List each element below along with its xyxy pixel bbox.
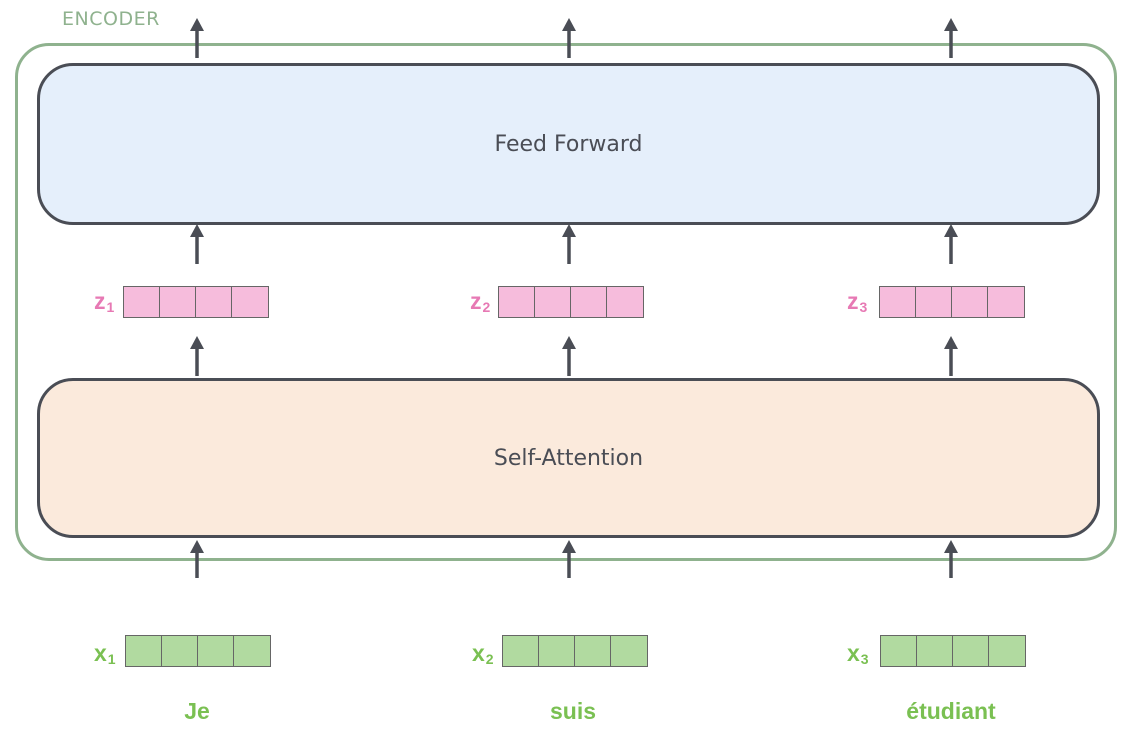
feed-forward-label: Feed Forward xyxy=(494,131,643,157)
encoder-label: ENCODER xyxy=(62,8,160,30)
flow-arrow-head xyxy=(562,224,576,237)
z3-label: z3 xyxy=(847,288,868,315)
vector-cell xyxy=(988,287,1024,317)
x2-label: x2 xyxy=(472,640,494,667)
vector-cell xyxy=(989,636,1025,666)
vector-cell xyxy=(575,636,611,666)
vector-cell xyxy=(880,287,916,317)
vector-cell xyxy=(571,287,607,317)
z1-vector xyxy=(123,286,269,318)
flow-arrow-head xyxy=(944,540,958,553)
vector-cell xyxy=(917,636,953,666)
flow-arrow-head xyxy=(562,18,576,31)
self-attention-layer: Self-Attention xyxy=(37,378,1100,538)
vector-cell xyxy=(499,287,535,317)
vector-cell xyxy=(124,287,160,317)
flow-arrow-head xyxy=(190,336,204,349)
z3-vector xyxy=(879,286,1025,318)
vector-cell xyxy=(535,287,571,317)
flow-arrow-head xyxy=(944,336,958,349)
word-suis: suis xyxy=(549,698,597,724)
z1-label: z1 xyxy=(94,288,115,315)
vector-cell xyxy=(916,287,952,317)
vector-cell xyxy=(607,287,643,317)
x2-vector xyxy=(502,635,648,667)
feed-forward-layer: Feed Forward xyxy=(37,63,1100,225)
flow-arrow-head xyxy=(562,540,576,553)
flow-arrow-head xyxy=(190,540,204,553)
flow-arrow-head xyxy=(190,18,204,31)
word-je: Je xyxy=(184,698,210,724)
z2-vector xyxy=(498,286,644,318)
x1-label: x1 xyxy=(94,640,116,667)
z2-label: z2 xyxy=(470,288,491,315)
x3-label: x3 xyxy=(847,640,869,667)
x3-vector xyxy=(880,635,1026,667)
x1-vector xyxy=(125,635,271,667)
self-attention-label: Self-Attention xyxy=(493,445,644,471)
vector-cell xyxy=(232,287,268,317)
flow-arrow-head xyxy=(562,336,576,349)
encoder-box xyxy=(15,43,1117,561)
flow-arrow-head xyxy=(944,18,958,31)
vector-cell xyxy=(196,287,232,317)
flow-arrow-head xyxy=(190,224,204,237)
flow-arrow-head xyxy=(944,224,958,237)
vector-cell xyxy=(503,636,539,666)
word-etudiant: étudiant xyxy=(906,698,996,724)
vector-cell xyxy=(126,636,162,666)
vector-cell xyxy=(952,287,988,317)
vector-cell xyxy=(162,636,198,666)
vector-cell xyxy=(611,636,647,666)
vector-cell xyxy=(160,287,196,317)
vector-cell xyxy=(198,636,234,666)
vector-cell xyxy=(234,636,270,666)
vector-cell xyxy=(881,636,917,666)
vector-cell xyxy=(953,636,989,666)
vector-cell xyxy=(539,636,575,666)
